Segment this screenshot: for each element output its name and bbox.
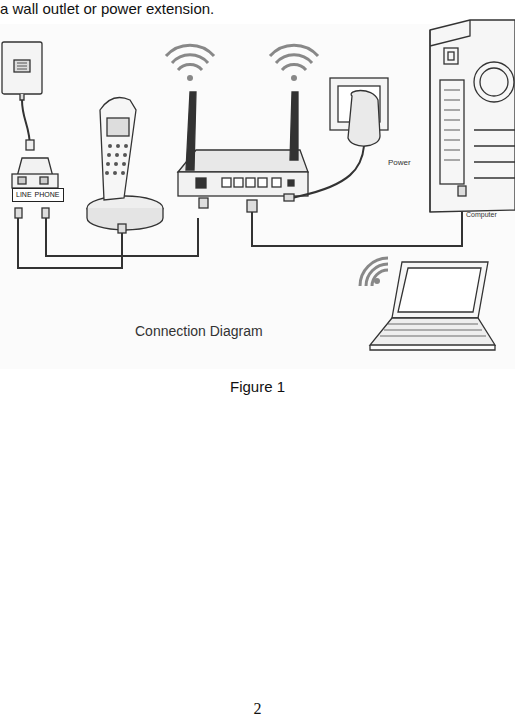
port-label: LINE — [16, 191, 32, 199]
computer-tower — [430, 20, 515, 212]
drawings — [2, 20, 515, 350]
device-label: Power — [388, 158, 411, 167]
laptop — [392, 262, 488, 318]
diagram-title: Connection Diagram — [135, 323, 263, 339]
port-label: PHONE — [35, 191, 60, 199]
page-number: 2 — [0, 700, 515, 718]
device-label: Computer — [466, 211, 497, 218]
wall-socket — [2, 42, 42, 94]
splitter-box: LINEPHONE — [12, 188, 64, 202]
router — [178, 150, 308, 172]
cordless-handset — [100, 98, 136, 200]
figure-caption: Figure 1 — [0, 378, 515, 395]
intro-text: a wall outlet or power extension. — [0, 0, 214, 17]
power-adapter — [348, 91, 380, 147]
